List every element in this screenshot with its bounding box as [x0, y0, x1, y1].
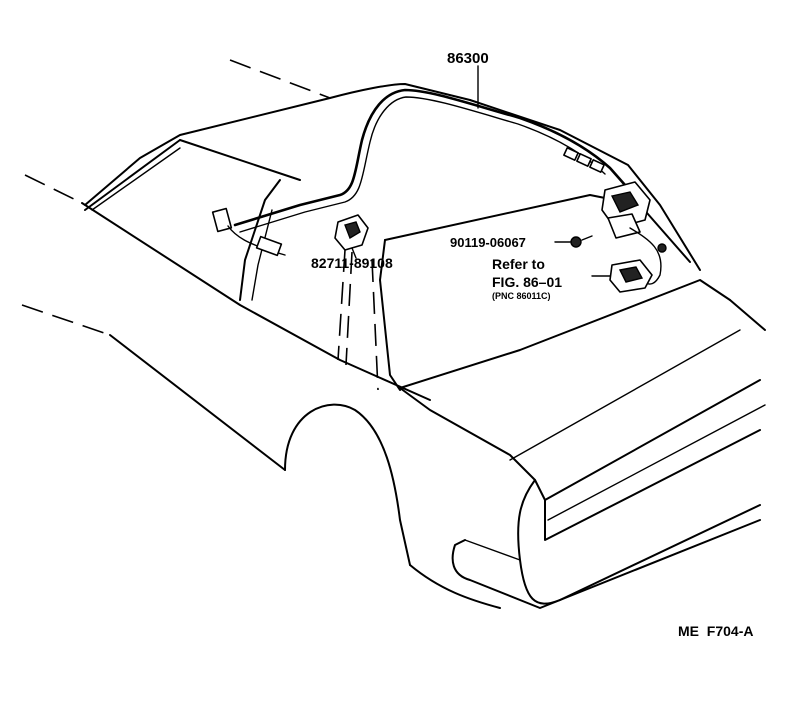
roof-rear-edge [469, 99, 701, 271]
quarter-to-trunk [399, 379, 761, 501]
bumper-front [451, 519, 761, 609]
hidden-line-1 [337, 249, 346, 361]
trunk-lid-line [509, 329, 741, 461]
roof-cut-line [229, 59, 331, 99]
door-top-line [81, 202, 431, 401]
bolt-part [554, 235, 593, 248]
antenna-holder [334, 214, 369, 259]
side-window-edge [84, 139, 181, 211]
label-90119-06067: 90119-06067 [450, 235, 526, 250]
label-pnc: (PNC 86011C) [492, 291, 551, 301]
side-window-inner [91, 147, 181, 211]
c-pillar-top [179, 139, 301, 181]
leader-82711 [351, 247, 357, 259]
label-refer-to: Refer to [492, 256, 545, 272]
referenced-module [591, 259, 653, 293]
label-fig-86-01: FIG. 86–01 [492, 274, 562, 290]
lower-body-cut [21, 304, 111, 336]
rear-panel [544, 429, 761, 541]
hidden-line-2 [345, 251, 353, 366]
door-cut-line [24, 174, 83, 204]
amplifier-lead [629, 227, 662, 285]
lead-terminal [657, 243, 667, 253]
bumper-top [517, 479, 761, 605]
roof-top-edge [329, 83, 471, 101]
roof-left-edge [84, 97, 331, 206]
antenna-cable-outer [233, 88, 627, 227]
quarter-lower [409, 564, 501, 609]
front-connector [211, 207, 286, 257]
trunk-rear-edge [729, 299, 766, 331]
b-pillar [239, 179, 281, 301]
label-82711-89108: 82711-89108 [311, 255, 393, 271]
car-body-outline [21, 59, 766, 609]
hidden-line-3 [371, 259, 379, 391]
cable-connector-beads [563, 147, 605, 173]
antenna-cable-inner [239, 96, 606, 233]
trunk-top-edge [399, 279, 731, 389]
bolt-head [570, 236, 582, 248]
rear-window-left-edge [379, 239, 401, 391]
antenna-amplifier [601, 181, 667, 285]
antenna-cable-assembly [211, 65, 627, 257]
bumper-lip [464, 539, 521, 561]
lower-body-line [109, 334, 286, 471]
figure-code: ME F704-A [678, 623, 753, 639]
wheel-arch [284, 403, 411, 566]
label-86300: 86300 [447, 50, 489, 67]
bolt-shank [581, 235, 593, 241]
b-pillar-inner [251, 209, 273, 301]
rear-panel-line [547, 404, 766, 521]
